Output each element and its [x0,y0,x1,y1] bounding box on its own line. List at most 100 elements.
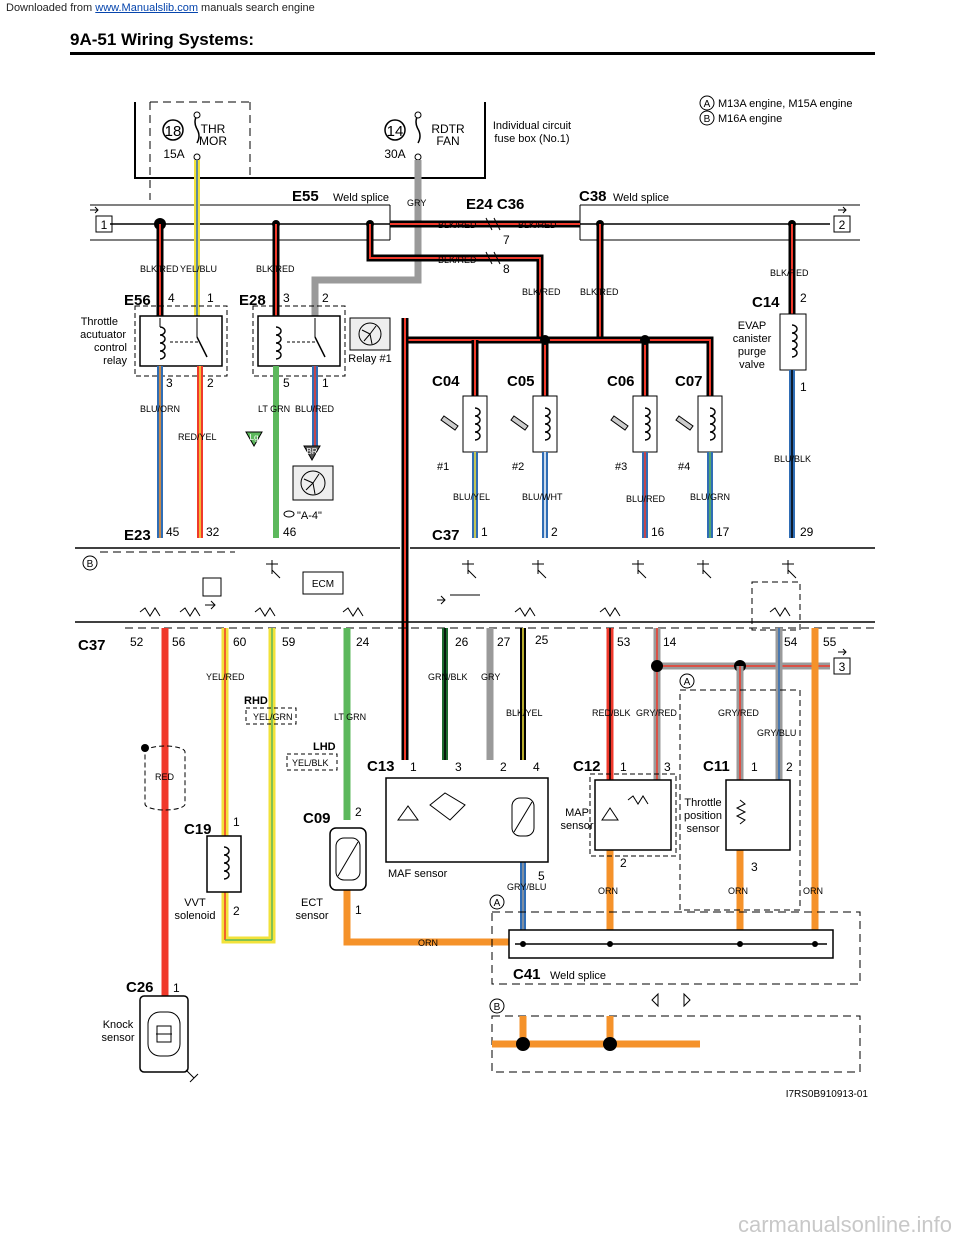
wire-bluwht: BLU/WHT [522,492,563,502]
wire-blured-inj: BLU/RED [626,494,666,504]
svg-text:1: 1 [620,760,627,774]
pin-55: 55 [823,635,837,649]
injector-2-icon [510,415,529,431]
maf-bridge-icon [429,792,466,821]
pin-60: 60 [233,635,247,649]
injectors: C04 C05 C06 C07 #1 #2 #3 #4 BLU/YEL BLU/… [432,373,730,538]
wire-bluyel: BLU/YEL [453,492,490,502]
svg-text:2: 2 [800,291,807,305]
svg-text:1: 1 [410,760,417,774]
wire-yelgrn: YEL/GRN [253,712,293,722]
fuse-14-name1: RDTR [431,122,465,136]
wire-blkyel: BLK/YEL [506,708,543,718]
svg-text:2: 2 [233,904,240,918]
evap-label-4: valve [739,359,765,371]
wire-blkred-e24: BLK/RED [438,220,477,230]
wire-blugrn: BLU/GRN [690,492,730,502]
map-label-1: MAP [565,807,589,819]
tps-potentiometer-icon [735,799,747,825]
c41-variant-a-mark: A [494,898,501,909]
injector-1-icon [440,415,459,431]
ecm-label: ECM [312,579,334,590]
map-amplifier-icon [601,807,619,821]
knock-sensor: C26 1 Knock sensor [101,744,199,1083]
fuse-18-name1: THR [201,122,226,136]
manualslib-link[interactable]: www.Manualslib.com [95,2,198,14]
wire-redblk: RED/BLK [592,708,631,718]
connector-c37-top: C37 [432,527,460,544]
injector-3-icon [610,415,629,431]
page-title: 9A-51 Wiring Systems: [70,30,255,49]
maf-label: MAF sensor [388,868,448,880]
banner-suffix: manuals search engine [201,2,315,14]
ect-thermistor-icon [335,837,361,881]
pin-54: 54 [784,635,798,649]
wire-gry-label: GRY [407,198,426,208]
svg-text:1: 1 [322,376,329,390]
pin-59: 59 [282,635,296,649]
badge-br: BR [306,447,317,456]
connector-e23: E23 [124,527,151,544]
figure-id: I7RS0B910913-01 [786,1089,869,1100]
tps-label-1: Throttle [684,797,721,809]
svg-text:2: 2 [322,291,329,305]
fuse-14-icon [415,114,421,144]
svg-text:1: 1 [355,903,362,917]
wire-blkred-c14: BLK/RED [770,268,809,278]
svg-text:2: 2 [500,760,507,774]
ecm-body: ECM C37 52 56 60 59 24 26 27 25 53 14 54… [75,571,875,654]
connector-c26: C26 [126,979,154,996]
fusebox-label-1: Individual circuit [493,120,571,132]
fuse-box: 18 THR MOR 15A 14 RDTR FAN 30A Individua… [134,101,571,200]
svg-text:2: 2 [620,856,627,870]
connector-pair-icon [651,992,691,1008]
wire-orn-tps: ORN [728,886,748,896]
pin-53: 53 [617,635,631,649]
legend-text-a: M13A engine, M15A engine [718,98,853,110]
svg-text:2: 2 [207,376,214,390]
pin-25: 25 [535,633,549,647]
wire-ltgrn-relay: LT GRN [258,404,290,414]
legend-mark-b: B [704,114,711,125]
pin-32: 32 [206,525,220,539]
throttle-relay-label-1: Throttle [81,316,118,328]
svg-text:3: 3 [664,760,671,774]
wire-gryred-tps: GRY/RED [718,708,759,718]
svg-text:1: 1 [173,981,180,995]
rhd-label: RHD [244,695,268,707]
evap-label-1: EVAP [738,320,767,332]
fuse-14-number: 14 [387,123,404,140]
ecm-icon [302,571,344,595]
wire-blkred-e28: BLK/RED [256,264,295,274]
wire-blkred-c36: BLK/RED [518,220,557,230]
legend-text-b: M16A engine [718,113,782,125]
upper-wires: GRY BLK/RED BLK/RED BLK/RED 7 8 [140,160,809,760]
page-ref-2: 2 [839,218,846,232]
throttle-position-sensor: C11 1 2 3 Throttle position sensor [684,758,793,874]
svg-text:3: 3 [455,760,462,774]
e24-pin-8: 8 [503,262,510,276]
wire-orn-map: ORN [598,886,618,896]
wire-gryblu: GRY/BLU [757,728,796,738]
ecm-switch-icon [202,577,222,597]
evap-label-3: purge [738,346,766,358]
tps-label-2: position [684,810,722,822]
throttle-relay-label-2: acutuator [80,329,126,341]
vvt-label-2: solenoid [175,910,216,922]
legend-mark-a: A [704,99,711,110]
svg-text:3: 3 [751,860,758,874]
knock-label-1: Knock [103,1019,134,1031]
connector-e56: E56 [124,292,151,309]
e55-label: Weld splice [333,192,389,204]
wire-yelblu: YEL/BLU [180,264,217,274]
fuse-14-name2: FAN [436,134,459,148]
wire-gryred-map: GRY/RED [636,708,677,718]
banner-prefix: Downloaded from [6,2,93,14]
wire-grublu-maf: GRY/BLU [507,882,546,892]
fuse-18-name2: MOR [199,134,227,148]
pin-24: 24 [356,635,370,649]
ref-a4: "A-4" [297,510,322,522]
map-resistor-icon [627,795,649,805]
connector-c04: C04 [432,373,460,390]
